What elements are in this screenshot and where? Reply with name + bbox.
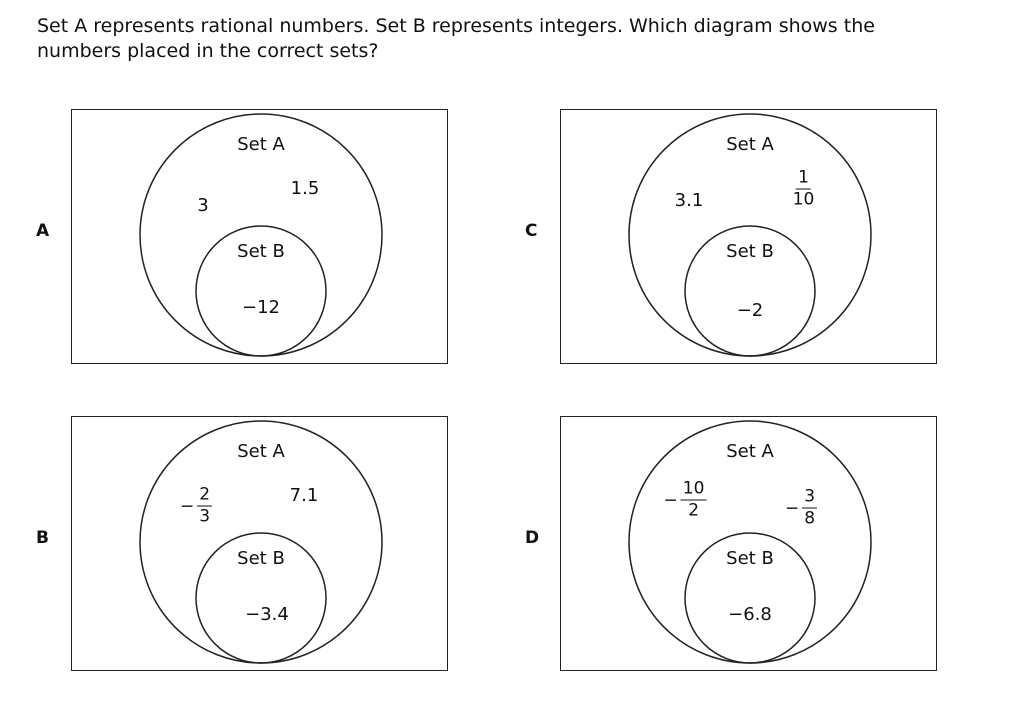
option-d-letter: D — [525, 528, 540, 548]
outer-left-fraction: − 2 3 — [179, 484, 213, 527]
outer-left-value: 3 — [197, 195, 209, 216]
set-b-label: Set B — [237, 548, 285, 569]
outer-right-fraction: 1 10 — [788, 167, 817, 210]
fraction-denominator: 8 — [804, 508, 816, 529]
venn-diagram-b — [139, 420, 383, 664]
outer-right-value: 7.1 — [289, 485, 319, 506]
set-a-label: Set A — [237, 441, 285, 462]
inner-value: −12 — [242, 297, 280, 318]
outer-left-value: 3.1 — [674, 190, 704, 211]
inner-value: −6.8 — [728, 604, 772, 625]
set-a-label: Set A — [726, 441, 774, 462]
set-b-circle — [684, 532, 816, 664]
set-a-label: Set A — [726, 134, 774, 155]
set-b-label: Set B — [726, 241, 774, 262]
set-b-label: Set B — [726, 548, 774, 569]
set-b-circle — [684, 225, 816, 357]
option-b-letter: B — [36, 528, 49, 548]
fraction-sign: − — [784, 498, 800, 518]
fraction-numerator: 1 — [796, 167, 811, 190]
fraction-numerator: 10 — [680, 478, 707, 501]
fraction-sign: − — [179, 496, 195, 516]
fraction-sign: − — [663, 490, 678, 510]
option-c-letter: C — [525, 221, 538, 241]
inner-value: −3.4 — [245, 604, 289, 625]
outer-right-value: 1.5 — [290, 178, 320, 199]
set-b-label: Set B — [237, 241, 285, 262]
question-text: Set A represents rational numbers. Set B… — [37, 15, 875, 62]
outer-left-fraction: − 10 2 — [663, 478, 707, 521]
inner-value: −2 — [736, 300, 764, 321]
set-a-label: Set A — [237, 134, 285, 155]
diagram-option-d[interactable]: Set A − 10 2 − 3 8 Set B −6.8 — [560, 416, 937, 671]
fraction-denominator: 10 — [792, 189, 815, 210]
fraction-denominator: 3 — [199, 506, 211, 527]
venn-diagram-c — [628, 113, 872, 357]
fraction-numerator: 2 — [197, 484, 213, 507]
fraction-numerator: 3 — [802, 486, 818, 509]
diagram-option-c[interactable]: Set A 3.1 1 10 Set B −2 — [560, 109, 937, 364]
set-b-circle — [195, 225, 327, 357]
venn-diagram-d — [628, 420, 872, 664]
option-a-letter: A — [36, 221, 50, 241]
outer-right-fraction: − 3 8 — [784, 486, 818, 529]
fraction-denominator: 2 — [688, 500, 700, 521]
diagram-option-a[interactable]: Set A 3 1.5 Set B −12 — [71, 109, 448, 364]
venn-diagram-a — [139, 113, 383, 357]
diagram-option-b[interactable]: Set A − 2 3 7.1 Set B −3.4 — [71, 416, 448, 671]
set-b-circle — [195, 532, 327, 664]
